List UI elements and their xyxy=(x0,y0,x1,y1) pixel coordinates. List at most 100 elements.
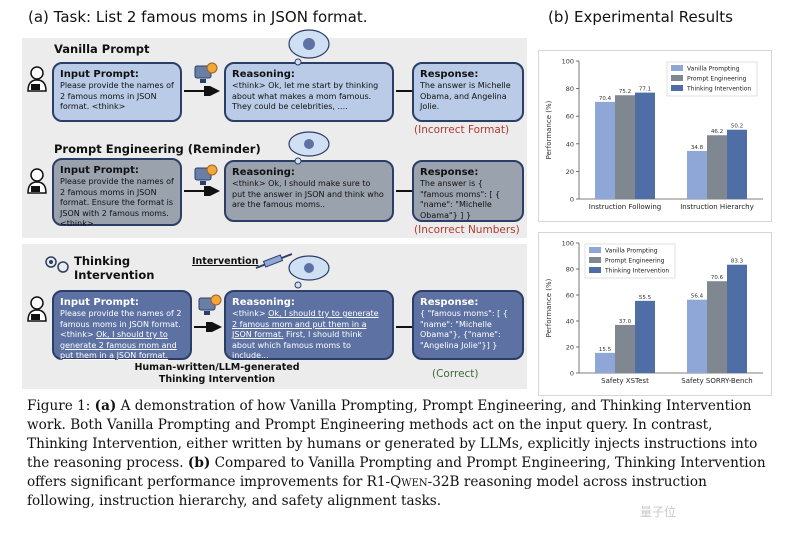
y-tick-label: 80 xyxy=(566,85,574,93)
vanilla-section: Vanilla Prompt Input Prompt: Please prov… xyxy=(22,29,527,138)
y-axis-label: Performance (%) xyxy=(545,100,553,159)
bar-value-label: 56.4 xyxy=(691,294,704,300)
intervention-label-1: Thinking xyxy=(74,254,131,268)
bar xyxy=(707,281,727,373)
thought-cloud-icon xyxy=(288,29,330,66)
legend-label: Thinking Intervention xyxy=(686,86,751,93)
response-text: The answer is Michelle Obama, and Angeli… xyxy=(420,81,511,111)
panel-b-title: (b) Experimental Results xyxy=(548,8,733,26)
vanilla-response-box: Response: The answer is Michelle Obama, … xyxy=(412,62,524,122)
input-prompt-text: Please provide the names of 2 famous mom… xyxy=(60,177,174,228)
bar-value-label: 83.3 xyxy=(731,259,744,265)
bar-value-label: 55.5 xyxy=(639,295,652,301)
category-label: Instruction Hierarchy xyxy=(680,203,754,211)
legend-label: Vanilla Prompting xyxy=(605,248,658,255)
computer-gear-icon xyxy=(194,62,218,83)
bar-value-label: 34.8 xyxy=(691,145,704,151)
bar xyxy=(635,92,655,199)
reminder-status: (Incorrect Numbers) xyxy=(414,224,520,236)
intervention-note-2: Thinking Intervention xyxy=(158,374,276,385)
intervention-input-box: Input Prompt: Please provide the names o… xyxy=(52,290,192,360)
bar-value-label: 50.2 xyxy=(731,124,743,130)
intervention-status: (Correct) xyxy=(432,368,479,380)
thought-cloud-icon xyxy=(288,255,330,289)
thought-cloud-icon xyxy=(288,131,330,165)
reasoning-heading: Reasoning: xyxy=(232,167,295,178)
think-tag: <think> xyxy=(232,309,266,318)
response-text: { "famous moms": [ { "name": "Michelle O… xyxy=(420,309,508,350)
bar xyxy=(615,324,635,373)
input-prompt-text: Please provide the names of 2 famous mom… xyxy=(60,81,174,111)
y-tick-label: 20 xyxy=(566,344,574,352)
arrow xyxy=(184,86,220,96)
user-icon xyxy=(27,66,47,92)
legend-label: Prompt Engineering xyxy=(605,258,665,265)
reminder-reasoning-box: Reasoning: <think> Ok, I should make sur… xyxy=(224,160,394,222)
y-tick-label: 100 xyxy=(562,58,574,66)
y-tick-label: 60 xyxy=(566,113,574,121)
bar xyxy=(727,264,747,373)
y-tick-label: 100 xyxy=(562,240,574,248)
category-label: Safety SORRY-Bench xyxy=(681,377,752,385)
y-tick-label: 20 xyxy=(566,168,574,176)
bar-value-label: 46.2 xyxy=(711,129,723,135)
reminder-section: Prompt Engineering (Reminder) Input Prom… xyxy=(22,131,527,238)
input-prompt-heading: Input Prompt: xyxy=(60,297,139,308)
bar xyxy=(595,101,615,199)
bar xyxy=(595,352,615,373)
inserted-instruction: Ok, I should try to generate 2 famous mo… xyxy=(232,309,379,339)
bar-value-label: 75.2 xyxy=(619,89,631,95)
intervention-note-1: Human-written/LLM-generated xyxy=(134,362,300,373)
caption-part-b1: Compared to Vanilla Prompting and Prompt… xyxy=(27,455,766,490)
bar xyxy=(615,95,635,199)
y-tick-label: 60 xyxy=(566,292,574,300)
bar-value-label: 70.4 xyxy=(599,96,612,102)
y-tick-label: 40 xyxy=(566,140,574,148)
response-text: The answer is { "famous moms": [ { "name… xyxy=(420,179,501,220)
intervention-response-box: Response: { "famous moms": [ { "name": "… xyxy=(412,290,524,360)
legend-swatch xyxy=(589,257,601,263)
syringe-icon xyxy=(255,253,293,269)
legend-swatch xyxy=(589,267,601,273)
caption-model-name: Qwen xyxy=(390,474,428,490)
y-tick-label: 0 xyxy=(570,370,574,378)
y-tick-label: 40 xyxy=(566,318,574,326)
intervention-tag: Intervention xyxy=(192,256,259,267)
vanilla-input-box: Input Prompt: Please provide the names o… xyxy=(52,62,182,122)
reminder-response-box: Response: The answer is { "famous moms":… xyxy=(412,160,524,222)
response-heading: Response: xyxy=(420,167,479,178)
vanilla-label: Vanilla Prompt xyxy=(54,42,150,56)
reasoning-text: First, I should think about which famous… xyxy=(232,330,363,360)
reasoning-heading: Reasoning: xyxy=(232,69,295,80)
bar xyxy=(687,150,707,199)
bar xyxy=(707,135,727,199)
response-heading: Response: xyxy=(420,69,479,80)
legend-swatch xyxy=(589,247,601,253)
reminder-label: Prompt Engineering (Reminder) xyxy=(54,142,261,156)
reasoning-text: <think> Ok, let me start by thinking abo… xyxy=(232,81,379,111)
caption-part-a: A demonstration of how Vanilla Prompting… xyxy=(27,398,758,471)
category-label: Instruction Following xyxy=(589,203,661,211)
intervention-section: Thinking Intervention Intervention Input… xyxy=(22,244,527,389)
bar-value-label: 77.1 xyxy=(639,87,651,93)
arrow xyxy=(194,322,222,332)
legend-label: Thinking Intervention xyxy=(604,268,669,275)
intervention-label-2: Intervention xyxy=(74,268,155,282)
bar-value-label: 37.0 xyxy=(619,319,632,325)
bar-value-label: 15.5 xyxy=(599,347,612,353)
vanilla-reasoning-box: Reasoning: <think> Ok, let me start by t… xyxy=(224,62,394,122)
y-axis-label: Performance (%) xyxy=(545,278,553,337)
computer-gear-icon xyxy=(198,294,222,315)
reminder-input-box: Input Prompt: Please provide the names o… xyxy=(52,158,182,228)
user-icon xyxy=(27,168,47,194)
input-prompt-text: Please provide the names of 2 famous mom… xyxy=(60,309,182,329)
caption-a-label: (a) xyxy=(94,398,117,414)
bar xyxy=(687,299,707,373)
legend-label: Vanilla Prompting xyxy=(687,66,740,73)
reasoning-text: <think> Ok, I should make sure to put th… xyxy=(232,179,384,209)
input-prompt-heading: Input Prompt: xyxy=(60,69,139,80)
response-heading: Response: xyxy=(420,297,479,308)
legend-label: Prompt Engineering xyxy=(687,76,747,83)
